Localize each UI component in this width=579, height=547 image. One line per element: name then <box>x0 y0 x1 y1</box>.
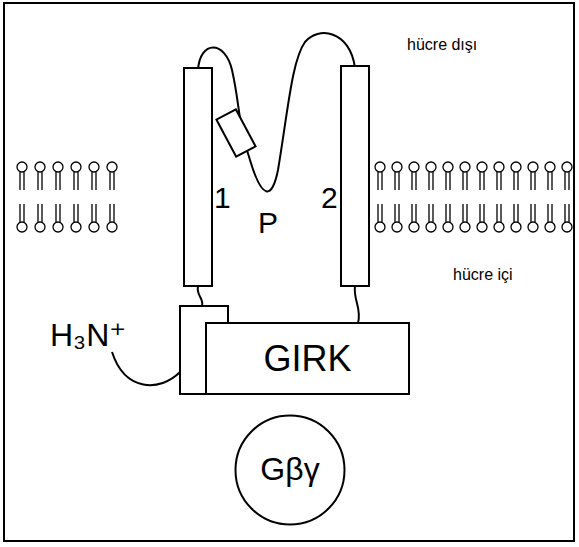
channel-domain-box: GIRK <box>205 322 410 395</box>
helix-number: 1 <box>214 181 231 214</box>
loop-label: P <box>258 206 278 239</box>
terminus-label: H₃N⁺ <box>50 318 126 353</box>
helix-number: 2 <box>321 181 338 214</box>
node-text: Gβγ <box>260 452 319 487</box>
node-text: GIRK <box>263 339 351 379</box>
region-label: hücre içi <box>453 266 513 284</box>
protein-circle: Gβγ <box>234 414 346 526</box>
region-label: hücre dışı <box>407 36 477 54</box>
